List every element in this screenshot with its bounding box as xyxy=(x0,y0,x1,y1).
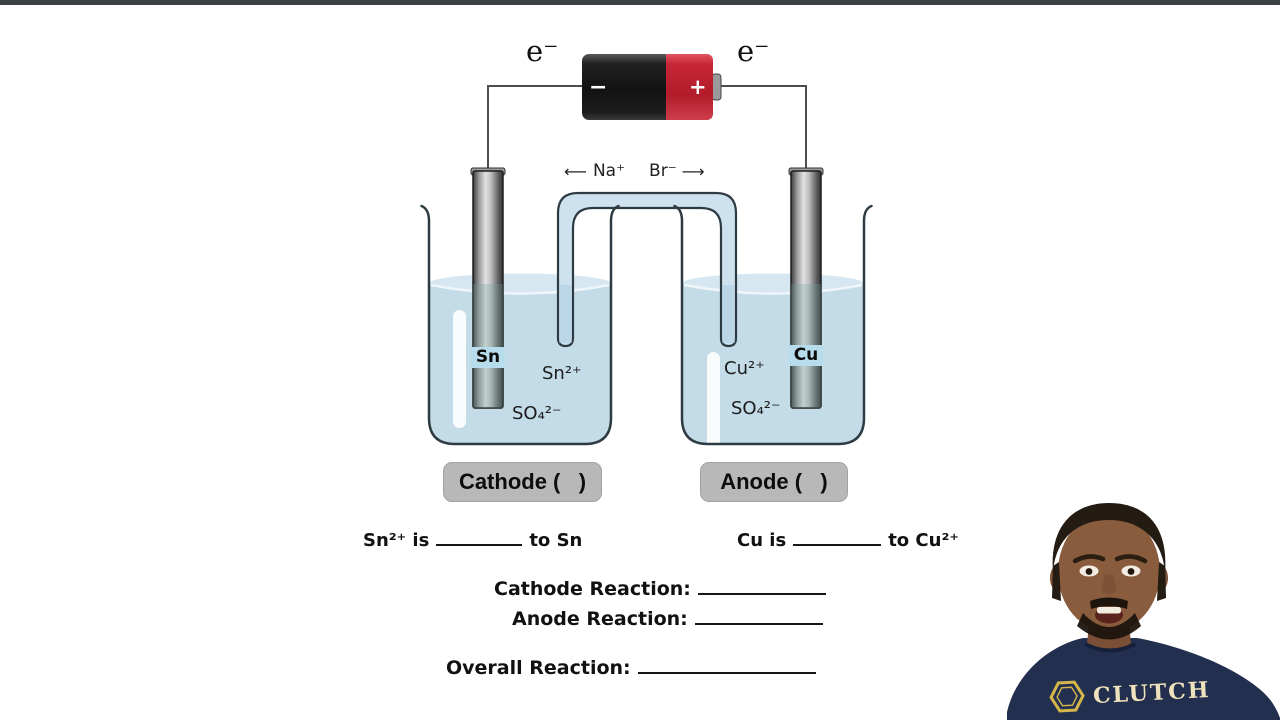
glass-highlight-right xyxy=(707,352,720,467)
battery-positive-nub xyxy=(711,73,722,101)
electrode-sn-submerged-tint xyxy=(473,284,503,408)
electron-flow-label-right: e⁻ xyxy=(737,34,770,68)
clutch-hexagon-icon xyxy=(1049,680,1085,713)
anode-reaction-row: Anode Reaction: xyxy=(512,608,830,630)
meniscus-left xyxy=(430,283,610,295)
overall-reaction-blank xyxy=(637,670,816,674)
salt-bridge-submerged-left xyxy=(559,285,572,343)
cu-fill-in-sentence: Cu is to Cu²⁺ xyxy=(737,530,959,551)
clutch-logo: CLUTCH xyxy=(1049,677,1211,713)
salt-bridge-submerged-right xyxy=(722,285,735,343)
anode-reaction-blank xyxy=(694,621,823,625)
cu-blank-line xyxy=(793,542,882,546)
instructor-eyebrow-left xyxy=(1072,554,1106,564)
tin-ion-label: Sn²⁺ xyxy=(542,363,582,384)
instructor-sideburn-left xyxy=(1052,562,1061,601)
glass-highlight-left xyxy=(453,310,466,428)
right-arrow-icon: ⟶ xyxy=(681,161,705,181)
wire-right xyxy=(714,85,807,173)
sulfate-label-left: SO₄²⁻ xyxy=(512,403,562,424)
salt-bridge-tube xyxy=(556,191,738,348)
battery-minus-mark: − xyxy=(589,75,607,100)
video-top-bar xyxy=(0,0,1280,5)
salt-bridge-ion-labels: ⟵ Na⁺ Br⁻ ⟶ xyxy=(564,161,726,181)
sulfate-label-right: SO₄²⁻ xyxy=(731,398,781,419)
instructor-face xyxy=(1058,512,1160,632)
meniscus-right xyxy=(683,283,863,295)
cu-electrode-label: Cu xyxy=(789,345,823,366)
instructor-pupil-right xyxy=(1127,568,1135,575)
bromide-ion-label: Br⁻ xyxy=(649,161,677,181)
instructor-nose xyxy=(1101,574,1117,594)
battery-plus-mark: + xyxy=(689,75,707,99)
instructor-eyebrow-right xyxy=(1114,554,1148,564)
cathode-reaction-row: Cathode Reaction: xyxy=(494,578,833,600)
sn-sentence-suffix: to Sn xyxy=(529,530,583,551)
instructor-sideburn-right xyxy=(1157,562,1166,601)
clutch-hexagon-inner-icon xyxy=(1056,686,1078,707)
cathode-reaction-label: Cathode Reaction: xyxy=(494,578,691,600)
sodium-ion-label: Na⁺ xyxy=(592,161,626,181)
electron-flow-label-left: e⁻ xyxy=(526,34,559,68)
wire-left xyxy=(487,85,586,173)
cathode-plate: Cathode ( ) xyxy=(443,462,602,502)
sn-sentence-prefix: Sn²⁺ is xyxy=(363,530,430,551)
instructor-teeth xyxy=(1097,607,1121,614)
left-arrow-icon: ⟵ xyxy=(564,161,587,181)
beaker-right-outline xyxy=(673,204,873,446)
cu-sentence-prefix: Cu is xyxy=(737,530,787,551)
cathode-reaction-blank xyxy=(697,591,826,595)
instructor-collar xyxy=(1084,642,1136,653)
sn-fill-in-sentence: Sn²⁺ is to Sn xyxy=(363,530,582,551)
cu-sentence-suffix: to Cu²⁺ xyxy=(888,530,959,551)
instructor-video-overlay: CLUTCH xyxy=(1007,503,1280,720)
instructor-hair xyxy=(1052,503,1166,573)
sn-blank-line xyxy=(436,542,523,546)
overall-reaction-label: Overall Reaction: xyxy=(446,657,631,679)
instructor-pupil-left xyxy=(1085,568,1093,575)
clutch-logo-text: CLUTCH xyxy=(1092,677,1211,709)
anode-plate: Anode ( ) xyxy=(700,462,848,502)
sn-electrode-label: Sn xyxy=(471,347,505,368)
anode-reaction-label: Anode Reaction: xyxy=(512,608,688,630)
battery-positive-cap xyxy=(666,54,713,120)
overall-reaction-row: Overall Reaction: xyxy=(446,657,823,679)
copper-ion-label: Cu²⁺ xyxy=(724,358,765,379)
instructor-mustache xyxy=(1090,597,1128,609)
instructor-beard xyxy=(1077,613,1141,640)
instructor-shirt xyxy=(1007,638,1280,720)
beaker-left-outline xyxy=(420,204,620,446)
